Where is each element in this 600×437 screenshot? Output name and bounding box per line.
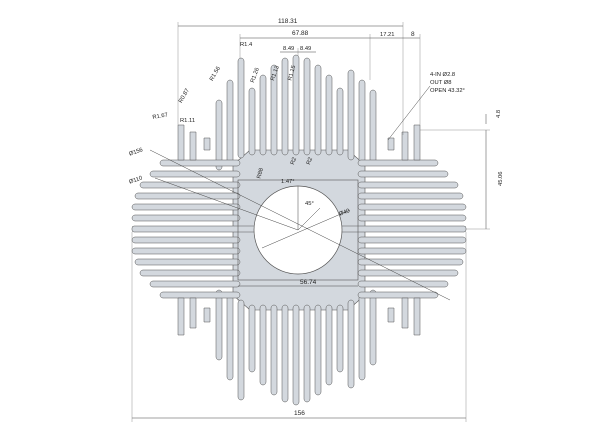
dim-diameter-hub: Ø40 (338, 208, 350, 217)
fins-right (357, 159, 467, 299)
hub-frame (237, 179, 359, 281)
hole-note: 4-IN Ø2.8 OUT Ø8 OPEN 43.32° (430, 72, 465, 94)
dim-diameter-outer: Ø156 (128, 147, 143, 157)
dim-radius-g: R1.13 (270, 65, 281, 82)
dim-edge-offset: 8 (411, 31, 415, 38)
dim-radius-h: R1.15 (287, 65, 297, 81)
dim-radius-e: R1.11 (180, 118, 195, 124)
dim-right-offset: 17.21 (380, 32, 395, 38)
dim-angle-hub: 45° (305, 201, 314, 207)
dim-radius-a: R1.4 (240, 42, 253, 48)
dim-diameter-mid: Ø110 (128, 175, 143, 185)
dim-bottom-overall: 156 (294, 410, 305, 417)
heatsink-profile (131, 54, 467, 406)
dim-radius-d: R1.67 (152, 112, 168, 121)
dim-angle-fin: 1.47° (281, 179, 295, 185)
note-line1: 4-IN Ø2.8 (430, 72, 455, 78)
fins-top (215, 54, 377, 171)
dim-fin-span: 67.88 (292, 30, 309, 37)
fins-bottom (215, 289, 377, 406)
note-line2: OUT Ø8 (430, 80, 451, 86)
dim-radius-b: R1.56 (209, 66, 222, 82)
note-line3: OPEN 43.32° (430, 88, 465, 94)
dim-hub-width: 56.74 (300, 279, 317, 286)
dim-radius-c: R0.87 (178, 88, 191, 104)
dim-right-small: 4.8 (496, 110, 502, 118)
fins-left (131, 159, 241, 299)
corner-clips (177, 124, 421, 336)
dim-radius-f: R1.26 (250, 67, 261, 84)
dim-radius-k: R2 (306, 157, 314, 166)
dim-radius-i: R88 (256, 168, 265, 180)
dim-gap-right: 8.49 (300, 46, 311, 52)
dim-radius-j: R2 (290, 157, 298, 166)
dim-gap-left: 8.49 (283, 46, 294, 52)
dim-right-height: 45.06 (498, 171, 504, 186)
dimension-lines (131, 22, 490, 422)
dim-overall-top: 118.31 (278, 18, 298, 25)
